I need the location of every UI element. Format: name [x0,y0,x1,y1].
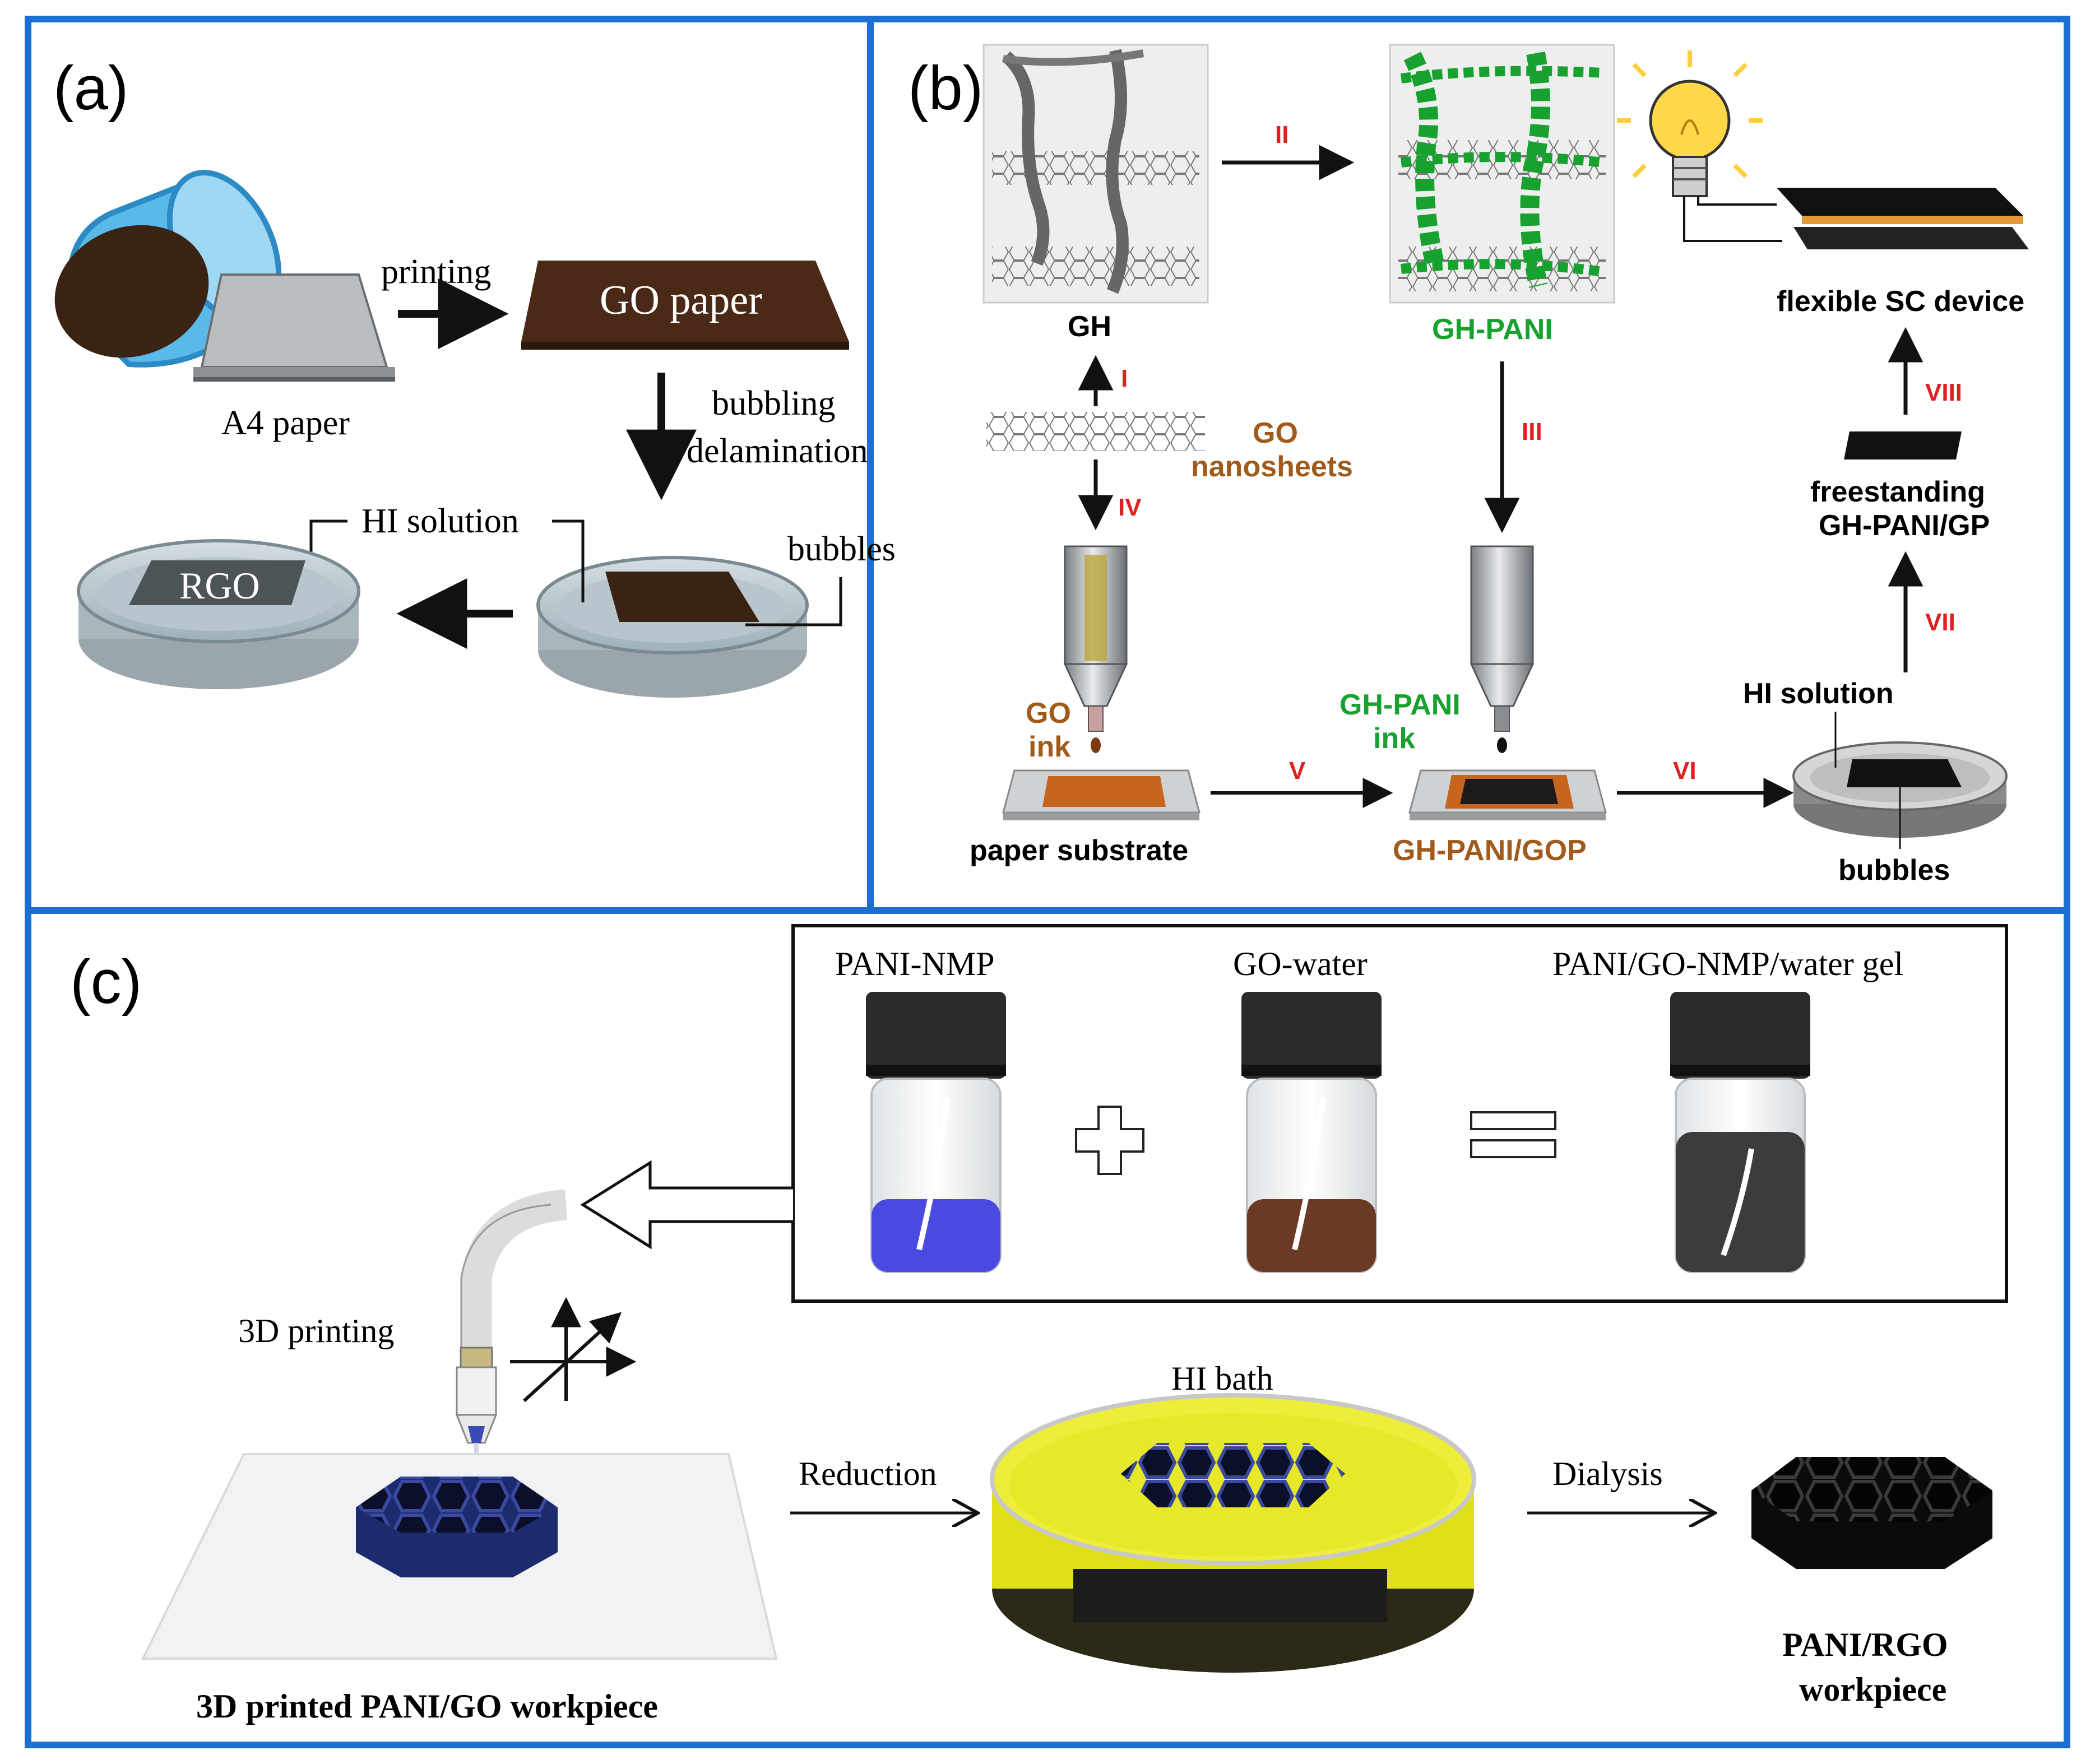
bulb-wire-bottom [1683,196,1782,242]
hi-bath-label: HI bath [1171,1360,1273,1397]
bubbling-label-2: delamination [687,432,868,470]
plus-sign [1075,1106,1144,1175]
step-vi-label: VI [1673,757,1697,784]
flexible-sc-label: flexible SC device [1777,285,2024,318]
ghpani-ink-label-1: GH-PANI [1339,689,1461,721]
hi-solution-label-b: HI solution [1743,677,1894,710]
bubbles-bracket [745,577,842,626]
figure-frame [25,16,2070,1748]
go-paper-label: GO paper [600,277,762,323]
bubbles-label-a: bubbles [787,530,896,568]
a4-paper-illustration [193,273,395,382]
vial-gel [1670,992,1810,1273]
panel-a-label: (a) [53,54,128,123]
dialysis-label: Dialysis [1552,1455,1663,1492]
go-ink-nozzle [1063,545,1128,753]
panel-a: (a) A4 paper printing GO paper bubbling … [53,54,896,698]
rgo-workpiece-label-2: workpiece [1799,1671,1946,1708]
hi-dish-right [536,556,809,698]
printing-label: printing [381,253,491,291]
gh-pani-label: GH-PANI [1432,313,1553,346]
rgo-workpiece-label-1: PANI/RGO [1782,1626,1948,1663]
step-v-label: V [1289,757,1306,784]
gh-pani-structure [1389,44,1615,304]
ghpani-gop-label: GH-PANI/GOP [1393,834,1587,867]
freestanding-film [1844,431,1962,459]
go-nanosheets-label-2: nanosheets [1191,451,1353,483]
paper-substrate-illustration [1002,769,1201,820]
rgo-label: RGO [179,564,260,607]
panel-b: (b) GH II GH-PANI [908,44,2029,886]
step-i-label: I [1121,365,1128,392]
go-paper-sheet [521,261,849,350]
light-bulb-icon [1617,50,1763,197]
rgo-dish [77,539,360,689]
step-iii-label: III [1522,418,1542,445]
step-vii-label: VII [1925,609,1955,636]
motion-axes-icon [510,1297,637,1403]
go-ink-label-1: GO [1026,697,1071,730]
printed-workpiece-label: 3D printed PANI/GO workpiece [196,1688,658,1725]
bubbling-label-1: bubbling [712,384,835,423]
vial-3-label: PANI/GO-NMP/water gel [1552,945,1903,982]
panel-c-label: (c) [70,948,142,1016]
panel-b-label: (b) [908,54,983,123]
feed-arrow [580,1160,793,1250]
vial-2-label: GO-water [1233,945,1368,982]
vial-go-water [1241,992,1382,1273]
freestanding-label-2: GH-PANI/GP [1819,509,1990,542]
go-nanosheets-label-1: GO [1253,417,1298,449]
ghpani-ink-nozzle [1470,545,1535,753]
go-nanosheet [986,412,1205,451]
gh-structure [982,44,1209,304]
step-iv-label: IV [1118,494,1142,521]
equals-sign [1470,1111,1556,1158]
pani-go-workpiece [356,1477,558,1577]
bubbles-label-b: bubbles [1838,854,1950,886]
vial-1-label: PANI-NMP [835,945,995,982]
gh-label: GH [1068,310,1111,343]
panel-c: (c) PANI-NMP GO-water PANI/GO-NMP/water … [70,924,2008,1725]
hi-solution-bracket-right [552,519,585,602]
hi-bath-dish [990,1393,1476,1673]
sc-device-illustration [1777,188,2029,249]
freestanding-label-1: freestanding [1810,476,1985,508]
pani-rgo-workpiece [1751,1457,1992,1569]
a4-paper-label: A4 paper [221,404,350,442]
bulb-wire-top [1697,196,1777,206]
printer-nozzle [455,1189,568,1479]
beaker-illustration [54,170,282,368]
printing-3d-label: 3D printing [238,1312,394,1349]
step-ii-label: II [1275,121,1288,148]
ghpani-ink-label-2: ink [1373,722,1415,755]
vial-pani-nmp [866,992,1006,1273]
paper-substrate-label: paper substrate [970,834,1188,867]
reduction-label: Reduction [799,1455,937,1492]
hi-solution-label: HI solution [361,502,519,540]
go-ink-label-2: ink [1028,731,1070,763]
step-viii-label: VIII [1925,379,1962,406]
hi-dish-b [1792,741,2008,838]
ghpani-gop-illustration [1408,769,1607,820]
